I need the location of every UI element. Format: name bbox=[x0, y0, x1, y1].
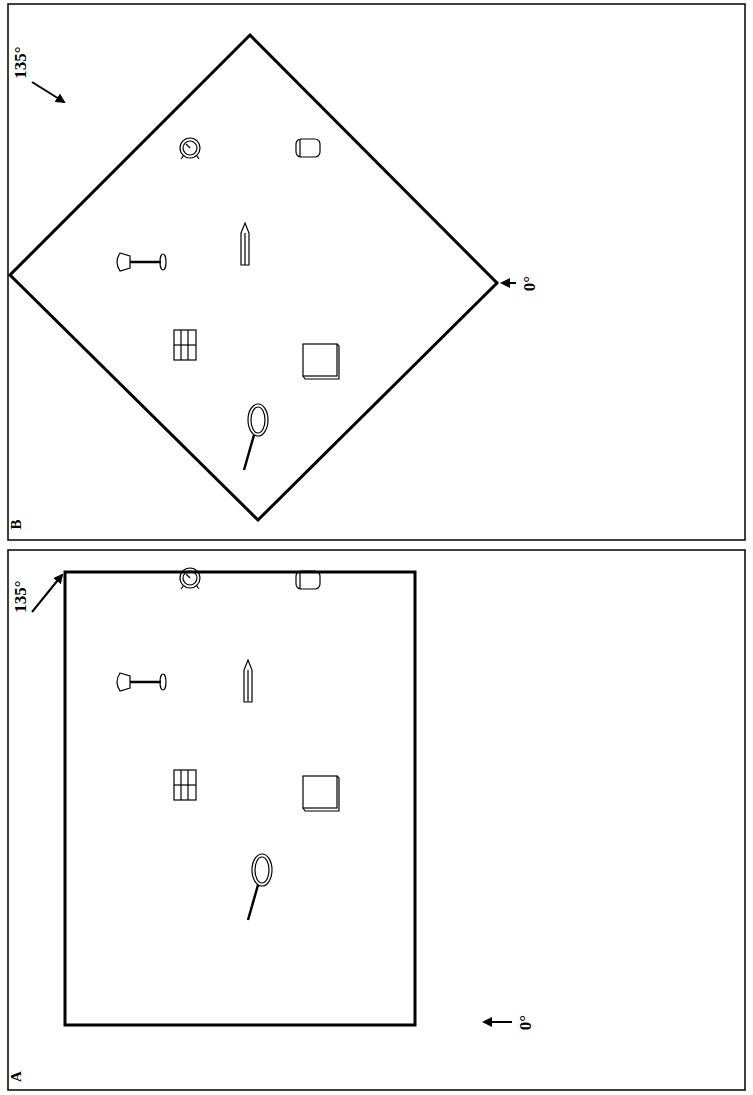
angle-label: 135° bbox=[12, 580, 29, 612]
angle-label: 0° bbox=[518, 1014, 535, 1029]
angle-label: 135° bbox=[12, 46, 29, 78]
angle-label: A bbox=[9, 1071, 24, 1082]
angle-label: 0° bbox=[522, 275, 539, 290]
angle-label: B bbox=[8, 519, 23, 529]
